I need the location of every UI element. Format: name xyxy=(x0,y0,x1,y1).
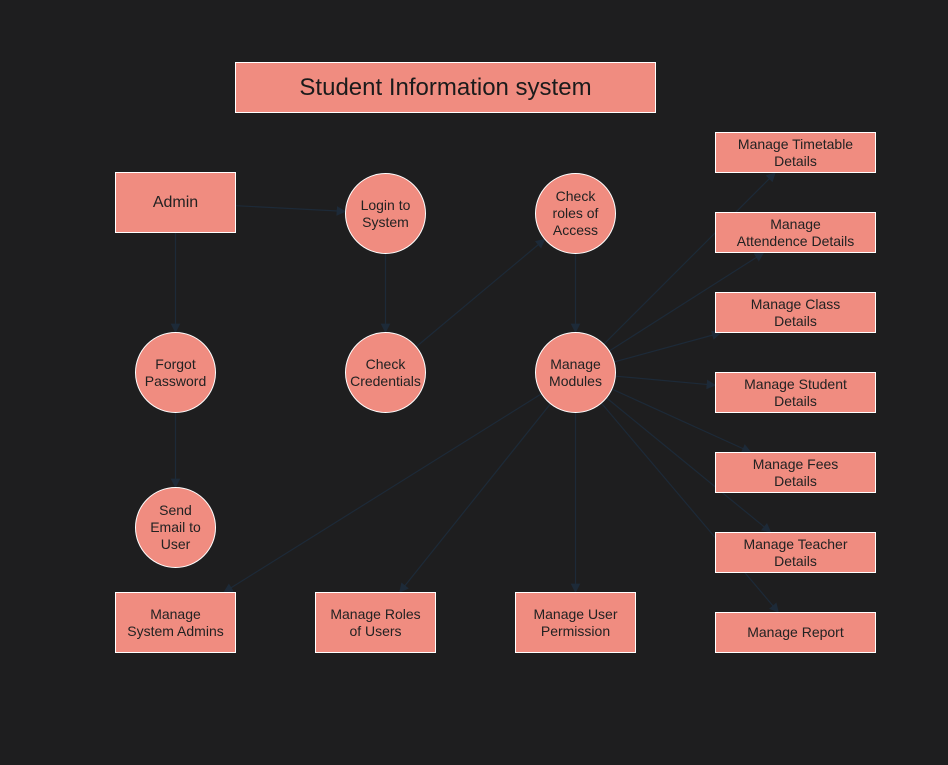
check-roles-process: Check roles of Access xyxy=(535,173,616,254)
manage-system-admins-box: Manage System Admins xyxy=(115,592,236,653)
forgot-password-process: Forgot Password xyxy=(135,332,216,413)
edge-manage-modules-to-manage-teacher xyxy=(606,397,772,533)
manage-user-permission-box: Manage User Permission xyxy=(515,592,636,653)
diagram-title: Student Information system xyxy=(235,62,656,113)
manage-user-permission-label: Manage User Permission xyxy=(533,605,618,639)
manage-teacher-box: Manage Teacher Details xyxy=(715,532,876,573)
manage-roles-label: Manage Roles of Users xyxy=(330,605,421,639)
edge-manage-modules-to-manage-roles xyxy=(399,403,551,593)
diagram-title-text: Student Information system xyxy=(299,73,592,101)
admin-label: Admin xyxy=(152,194,199,211)
edge-admin-to-login xyxy=(235,205,347,216)
manage-report-box: Manage Report xyxy=(715,612,876,653)
manage-attendence-box: Manage Attendence Details xyxy=(715,212,876,253)
admin-entity: Admin xyxy=(115,172,236,233)
manage-report-label: Manage Report xyxy=(747,624,844,640)
manage-class-box: Manage Class Details xyxy=(715,292,876,333)
manage-system-admins-label: Manage System Admins xyxy=(127,605,224,639)
manage-timetable-label: Manage Timetable Details xyxy=(737,135,854,169)
manage-fees-label: Manage Fees Details xyxy=(752,455,839,489)
forgot-password-label: Forgot Password xyxy=(144,355,207,389)
send-email-process: Send Email to User xyxy=(135,487,216,568)
manage-roles-box: Manage Roles of Users xyxy=(315,592,436,653)
check-roles-label: Check roles of Access xyxy=(552,188,599,238)
manage-modules-process: Manage Modules xyxy=(535,332,616,413)
edge-manage-modules-to-manage-system-admins xyxy=(223,393,542,593)
edge-manage-modules-to-manage-report xyxy=(601,403,779,613)
edge-check-credentials-to-check-roles xyxy=(416,238,546,347)
manage-student-label: Manage Student Details xyxy=(744,375,847,409)
login-process: Login to System xyxy=(345,173,426,254)
send-email-label: Send Email to User xyxy=(150,502,201,552)
manage-fees-box: Manage Fees Details xyxy=(715,452,876,493)
edge-manage-modules-to-manage-attendence xyxy=(609,252,765,352)
manage-class-label: Manage Class Details xyxy=(750,295,841,329)
check-credentials-label: Check Credentials xyxy=(350,355,421,389)
manage-timetable-box: Manage Timetable Details xyxy=(715,132,876,173)
manage-teacher-label: Manage Teacher Details xyxy=(743,535,848,569)
check-credentials-process: Check Credentials xyxy=(345,332,426,413)
manage-student-box: Manage Student Details xyxy=(715,372,876,413)
edge-manage-modules-to-manage-timetable xyxy=(603,172,776,345)
edge-manage-modules-to-manage-student xyxy=(615,375,717,390)
login-label: Login to System xyxy=(360,196,411,230)
edge-manage-modules-to-manage-class xyxy=(614,330,722,363)
edge-manage-modules-to-manage-fees xyxy=(612,388,752,453)
manage-attendence-label: Manage Attendence Details xyxy=(736,215,855,249)
manage-modules-label: Manage Modules xyxy=(549,355,602,389)
